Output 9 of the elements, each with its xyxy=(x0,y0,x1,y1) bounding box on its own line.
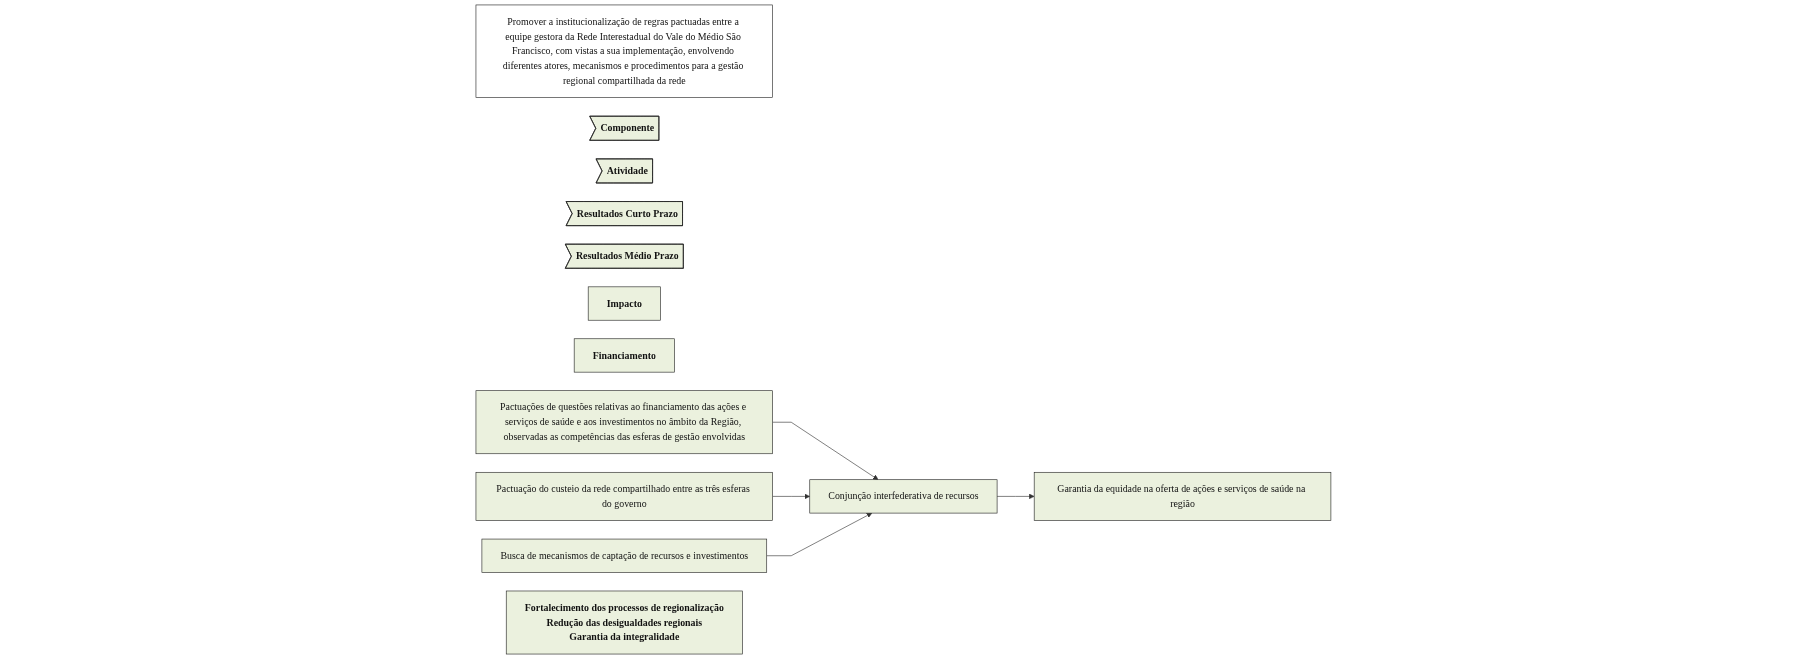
node-box: Pactuação do custeio da rede compartilhado entre as três esferas do governo xyxy=(475,472,774,521)
node-box: Fortalecimento dos processos de regionalização Redução das desigualdades regionais Garantia da integralidade xyxy=(506,590,743,655)
node-box: Promover a institucionalização de regras pactuadas entre a equipe gestora da Rede Interestadual do Vale do Médio São Francisco, com vistas a sua implementação, envolvendo diferentes atores, mecanismos e procedimentos para a gestão regional compartilhada da rede xyxy=(475,4,774,98)
node-box: Financiamento xyxy=(573,338,675,373)
node-box: Busca de mecanismos de captação de recursos e investimentos xyxy=(481,538,768,573)
node-box: Pactuações de questões relativas ao financiamento das ações e serviços de saúde e aos investimentos no âmbito da Região, observadas as competências das esferas de gestão envolvidas xyxy=(475,390,774,455)
node-box: Garantia da equidade na oferta de ações e serviços de saúde na região xyxy=(1033,472,1332,521)
node-box: Impacto xyxy=(587,286,661,321)
node-box: Conjunção interfederativa de recursos xyxy=(809,479,998,514)
